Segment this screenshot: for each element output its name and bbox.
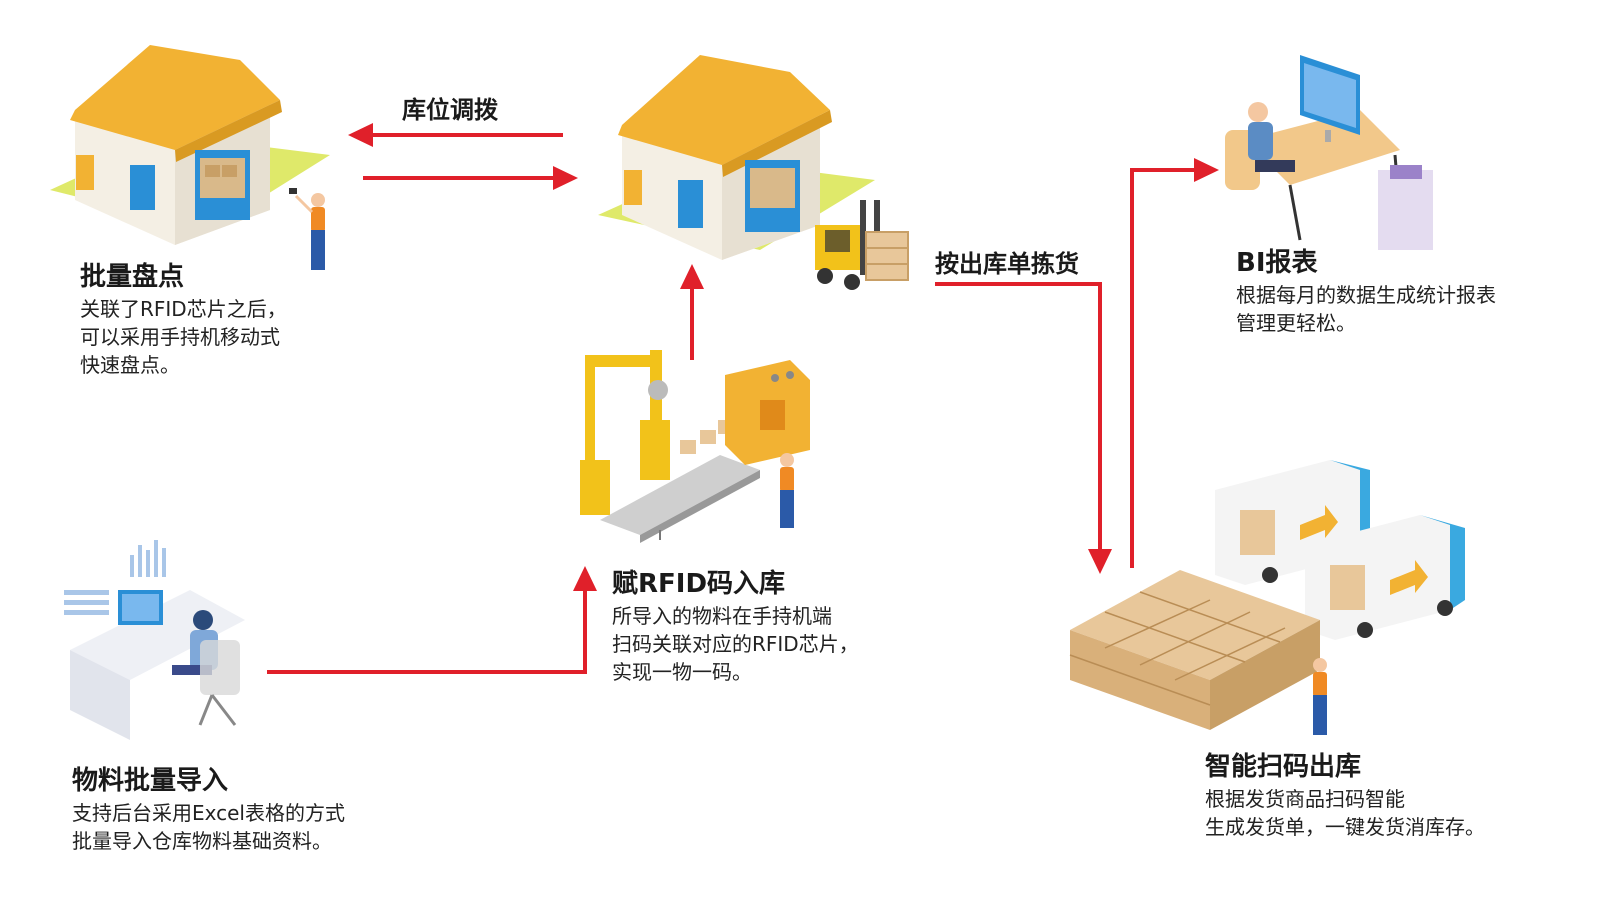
arrow-outbound-to-bi — [1130, 158, 1219, 568]
desc-line: 生成发货单，一键发货消库存。 — [1205, 815, 1485, 839]
desc-line: 可以采用手持机移动式 — [80, 325, 280, 349]
bi-desk-illustration — [1225, 55, 1433, 250]
arrow-transfer-right — [363, 166, 578, 190]
desc-line: 快速盘点。 — [80, 353, 180, 377]
node-inventory-desc: 关联了RFID芯片之后， 可以采用手持机移动式 快速盘点。 — [80, 295, 287, 379]
node-import: 物料批量导入 支持后台采用Excel表格的方式 批量导入仓库物料基础资料。 — [72, 760, 345, 855]
desc-line: 支持后台采用Excel表格的方式 — [72, 801, 345, 825]
arrow-picking-to-outbound — [935, 282, 1112, 574]
flow-label-transfer: 库位调拨 — [402, 96, 498, 124]
node-bi-report: BI报表 根据每月的数据生成统计报表 管理更轻松。 — [1236, 242, 1496, 337]
node-rfid-inbound-desc: 所导入的物料在手持机端 扫码关联对应的RFID芯片， 实现一物一码。 — [612, 602, 859, 686]
desc-line: 关联了RFID芯片之后， — [80, 297, 287, 321]
desc-line: 管理更轻松。 — [1236, 311, 1356, 335]
node-inventory: 批量盘点 关联了RFID芯片之后， 可以采用手持机移动式 快速盘点。 — [80, 256, 287, 379]
warehouse-left-illustration — [50, 45, 330, 270]
pallets-trucks-illustration — [1069, 460, 1465, 735]
desc-line: 扫码关联对应的RFID芯片， — [612, 632, 859, 656]
node-smart-outbound-title: 智能扫码出库 — [1205, 752, 1362, 782]
node-bi-report-desc: 根据每月的数据生成统计报表 管理更轻松。 — [1236, 281, 1496, 337]
desc-line: 根据发货商品扫码智能 — [1205, 787, 1405, 811]
assembly-line-illustration — [580, 350, 810, 543]
node-import-desc: 支持后台采用Excel表格的方式 批量导入仓库物料基础资料。 — [72, 799, 345, 855]
arrow-inbound-to-warehouse — [680, 264, 704, 360]
flow-arrows — [267, 123, 1219, 674]
node-smart-outbound: 智能扫码出库 根据发货商品扫码智能 生成发货单，一键发货消库存。 — [1205, 746, 1485, 841]
forklift-illustration — [815, 200, 909, 290]
office-worker-illustration — [64, 540, 245, 740]
desc-line: 批量导入仓库物料基础资料。 — [72, 829, 332, 853]
node-rfid-inbound: 赋RFID码入库 所导入的物料在手持机端 扫码关联对应的RFID芯片， 实现一物… — [612, 563, 859, 686]
arrow-import-to-inbound — [267, 566, 597, 674]
desc-line: 实现一物一码。 — [612, 660, 752, 684]
flow-label-picking: 按出库单拣货 — [935, 250, 1079, 278]
arrow-transfer-left — [348, 123, 563, 147]
node-import-title: 物料批量导入 — [72, 766, 229, 796]
warehouse-center-illustration — [598, 55, 875, 260]
node-inventory-title: 批量盘点 — [80, 262, 185, 292]
node-bi-report-title: BI报表 — [1236, 248, 1318, 278]
desc-line: 所导入的物料在手持机端 — [612, 604, 832, 628]
node-rfid-inbound-title: 赋RFID码入库 — [612, 569, 786, 599]
desc-line: 根据每月的数据生成统计报表 — [1236, 283, 1496, 307]
node-smart-outbound-desc: 根据发货商品扫码智能 生成发货单，一键发货消库存。 — [1205, 785, 1485, 841]
